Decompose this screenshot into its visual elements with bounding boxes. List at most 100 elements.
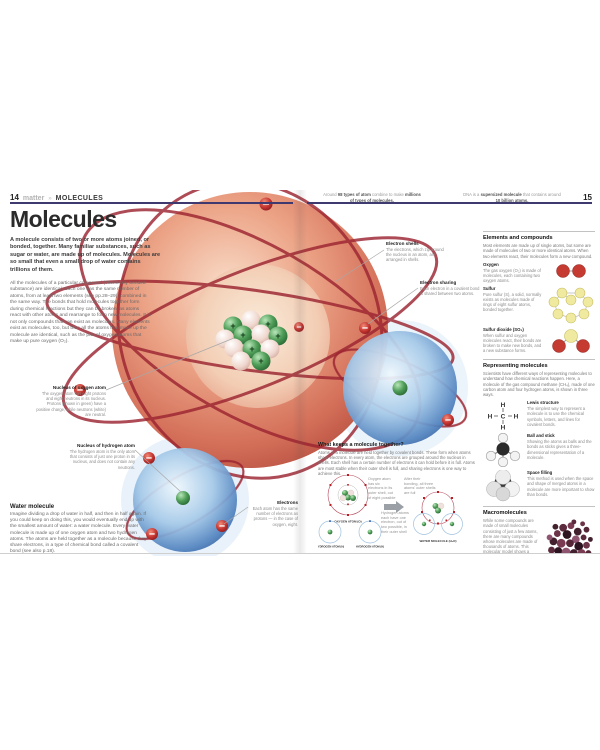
proton-plus-symbol: +	[249, 344, 254, 354]
proton-plus-symbol: +	[230, 321, 235, 331]
lewis-structure-diagram: C H H H H	[488, 402, 519, 431]
hydrogen-nucleus-proton	[176, 491, 190, 505]
ball-and-stick-diagram	[485, 433, 521, 468]
sidebar-column: Elements and compounds Most elements are…	[483, 231, 595, 553]
sulfur-row: Sulfur Pure sulfur (S), a solid, normall…	[483, 286, 595, 324]
sulfur-dioxide-diagram	[552, 329, 590, 353]
hydrogen-nucleus-proton	[392, 380, 408, 396]
sulfur-ring-diagram	[548, 287, 594, 324]
fact-bold: 10 billion atoms.	[495, 197, 529, 203]
callout-title: Electron sharing	[420, 280, 457, 285]
callout-caption: Each atom has the same number of electro…	[252, 506, 298, 527]
water-molecule-illustration: + + + + + +	[45, 190, 468, 556]
section-label: matter	[22, 195, 45, 202]
fact-text: DNA is a	[463, 192, 481, 197]
sulfur-item-title: Sulfur	[483, 286, 496, 292]
water-molecule-section: Water molecule Imagine dividing a drop o…	[10, 504, 148, 556]
water-molecule-label: WATER MOLECULE (H₂O)	[420, 539, 457, 543]
space-filling-row: Space filling This method is used when t…	[483, 470, 595, 502]
diagram-oxygen-atom: OXYGEN ATOM (O)	[327, 474, 369, 524]
diagram-hydrogen-atom-1: HYDROGEN ATOM (H)	[318, 520, 344, 549]
topic-label: MOLECULES	[55, 195, 104, 202]
fact-left: Around 98 types of atom combine to make …	[323, 192, 421, 204]
macromolecules-heading: Macromolecules	[483, 510, 527, 517]
bonding-diagram: OXYGEN ATOM (O) HYDROGEN ATOM (H) HYDROG…	[318, 474, 463, 549]
oxygen-item-title: Oxygen	[483, 261, 499, 267]
lewis-structure-text: The simplest way to represent a molecule…	[527, 406, 586, 427]
right-page-number: 15	[583, 193, 592, 202]
callout-electron-sharing: Electron sharing Each electron in a cova…	[420, 280, 480, 296]
page-gutter	[293, 190, 307, 554]
proton-plus-symbol: +	[240, 330, 245, 340]
representing-molecules-section: Representing molecules Scientists have d…	[483, 359, 595, 502]
space-filling-text: This method is used when the space and s…	[527, 476, 595, 497]
bonding-callout-hydrogen: Hydrogen atoms each have one electron, o…	[381, 511, 409, 534]
sulfur-dioxide-item-text: When sulfur and oxygen molecules react, …	[483, 333, 542, 354]
lewis-carbon-symbol: C	[501, 414, 506, 421]
water-molecule-text: Imagine dividing a drop of water in half…	[10, 512, 147, 555]
elements-compounds-section: Elements and compounds Most elements are…	[483, 231, 595, 355]
sulfur-dioxide-row: Sulfur dioxide (SO₂) When sulfur and oxy…	[483, 327, 595, 355]
callout-electrons: Electrons Each atom has the same number …	[246, 500, 298, 527]
representing-intro: Scientists have different ways of repres…	[483, 371, 595, 398]
fact-text: combine to make	[370, 192, 406, 197]
sulfur-item-text: Pure sulfur (S), a solid, normally exist…	[483, 292, 542, 313]
lewis-hydrogen-symbol: H	[514, 414, 519, 421]
space-filling-title: Space filling	[527, 470, 553, 476]
oxygen-nucleus-cluster: + + + + + +	[215, 310, 288, 371]
bonding-section: What keeps a molecule together? Atoms in…	[318, 442, 478, 477]
callout-title: Electrons	[277, 500, 298, 505]
left-header-rule	[10, 202, 293, 204]
intro-paragraph: A molecule consists of two or more atoms…	[10, 237, 161, 273]
macromolecules-text: While some compounds are made of small m…	[483, 518, 538, 553]
space-filling-diagram	[486, 470, 520, 502]
bonding-callout-bonded: After their bonding, all three atoms' ou…	[404, 477, 436, 496]
bonding-text: Atoms in a molecule are held together by…	[318, 449, 475, 477]
lewis-hydrogen-symbol: H	[488, 414, 493, 421]
sulfur-dioxide-item-title: Sulfur dioxide (SO₂)	[483, 327, 524, 333]
reaction-arrow	[384, 501, 404, 513]
hydrogen-atom-label: HYDROGEN ATOM (H)	[318, 545, 344, 549]
callout-nucleus-hydrogen: Nucleus of hydrogen atom The hydrogen at…	[65, 443, 135, 470]
page-title: Molecules	[10, 206, 117, 232]
ball-and-stick-title: Ball and stick	[527, 433, 555, 439]
fact-text: that contains around	[521, 192, 561, 197]
left-page-number: 14	[10, 193, 19, 202]
callout-title: Nucleus of oxygen atom	[52, 385, 106, 390]
elements-compounds-heading: Elements and compounds	[483, 235, 553, 241]
fact-text: Around	[323, 192, 338, 197]
callout-nucleus-oxygen: Nucleus of oxygen atom The oxygen atom h…	[36, 385, 106, 417]
macromolecules-section: Macromolecules While some compounds are …	[483, 506, 595, 553]
fact-bold: 98 types of atom	[337, 192, 371, 197]
right-header-rule	[307, 202, 592, 204]
oxygen-molecule-diagram	[556, 264, 586, 278]
proton-plus-symbol: +	[275, 331, 280, 341]
oxygen-row: Oxygen The gas oxygen (O₂) is made of mo…	[483, 262, 595, 283]
left-page-header: 14 matter » MOLECULES	[10, 193, 103, 202]
breadcrumb-separator: »	[48, 196, 52, 202]
callout-caption: The oxygen atom has eight protons and ei…	[36, 391, 106, 417]
lewis-hydrogen-symbol: H	[501, 425, 506, 431]
representing-heading: Representing molecules	[483, 363, 548, 370]
callout-electron-shells: Electron shells The electrons, which zip…	[386, 241, 448, 263]
fact-bold: millions of types of molecules.	[350, 192, 421, 203]
body-paragraph: All the molecules of a particular compou…	[10, 281, 151, 345]
callout-title: Nucleus of hydrogen atom	[77, 443, 135, 448]
elements-compounds-intro: Most elements are made up of single atom…	[483, 243, 593, 259]
callout-caption: The electrons, which zip around the nucl…	[386, 247, 444, 263]
ball-and-stick-row: Ball and stick Showing the atoms as ball…	[483, 433, 595, 468]
lewis-structure-title: Lewis structure	[527, 400, 559, 406]
callout-title: Electron shells	[386, 241, 419, 246]
lewis-hydrogen-symbol: H	[501, 402, 506, 409]
diagram-hydrogen-atom-2: HYDROGEN ATOM (H)	[356, 520, 384, 549]
diagram-water-molecule: WATER MOLECULE (H₂O)	[413, 491, 463, 543]
page-bottom-edge	[0, 553, 600, 554]
bonding-heading: What keeps a molecule together?	[318, 442, 404, 448]
callout-caption: Each electron in a covalent bond is shar…	[420, 286, 480, 297]
oxygen-item-text: The gas oxygen (O₂) is made of molecules…	[483, 267, 541, 283]
ball-and-stick-text: Showing the atoms as balls and the bonds…	[527, 439, 592, 460]
oxygen-atom-label: OXYGEN ATOM (O)	[334, 520, 361, 524]
proton-plus-symbol: +	[265, 319, 270, 329]
hydrogen-atom-label: HYDROGEN ATOM (H)	[356, 545, 384, 549]
